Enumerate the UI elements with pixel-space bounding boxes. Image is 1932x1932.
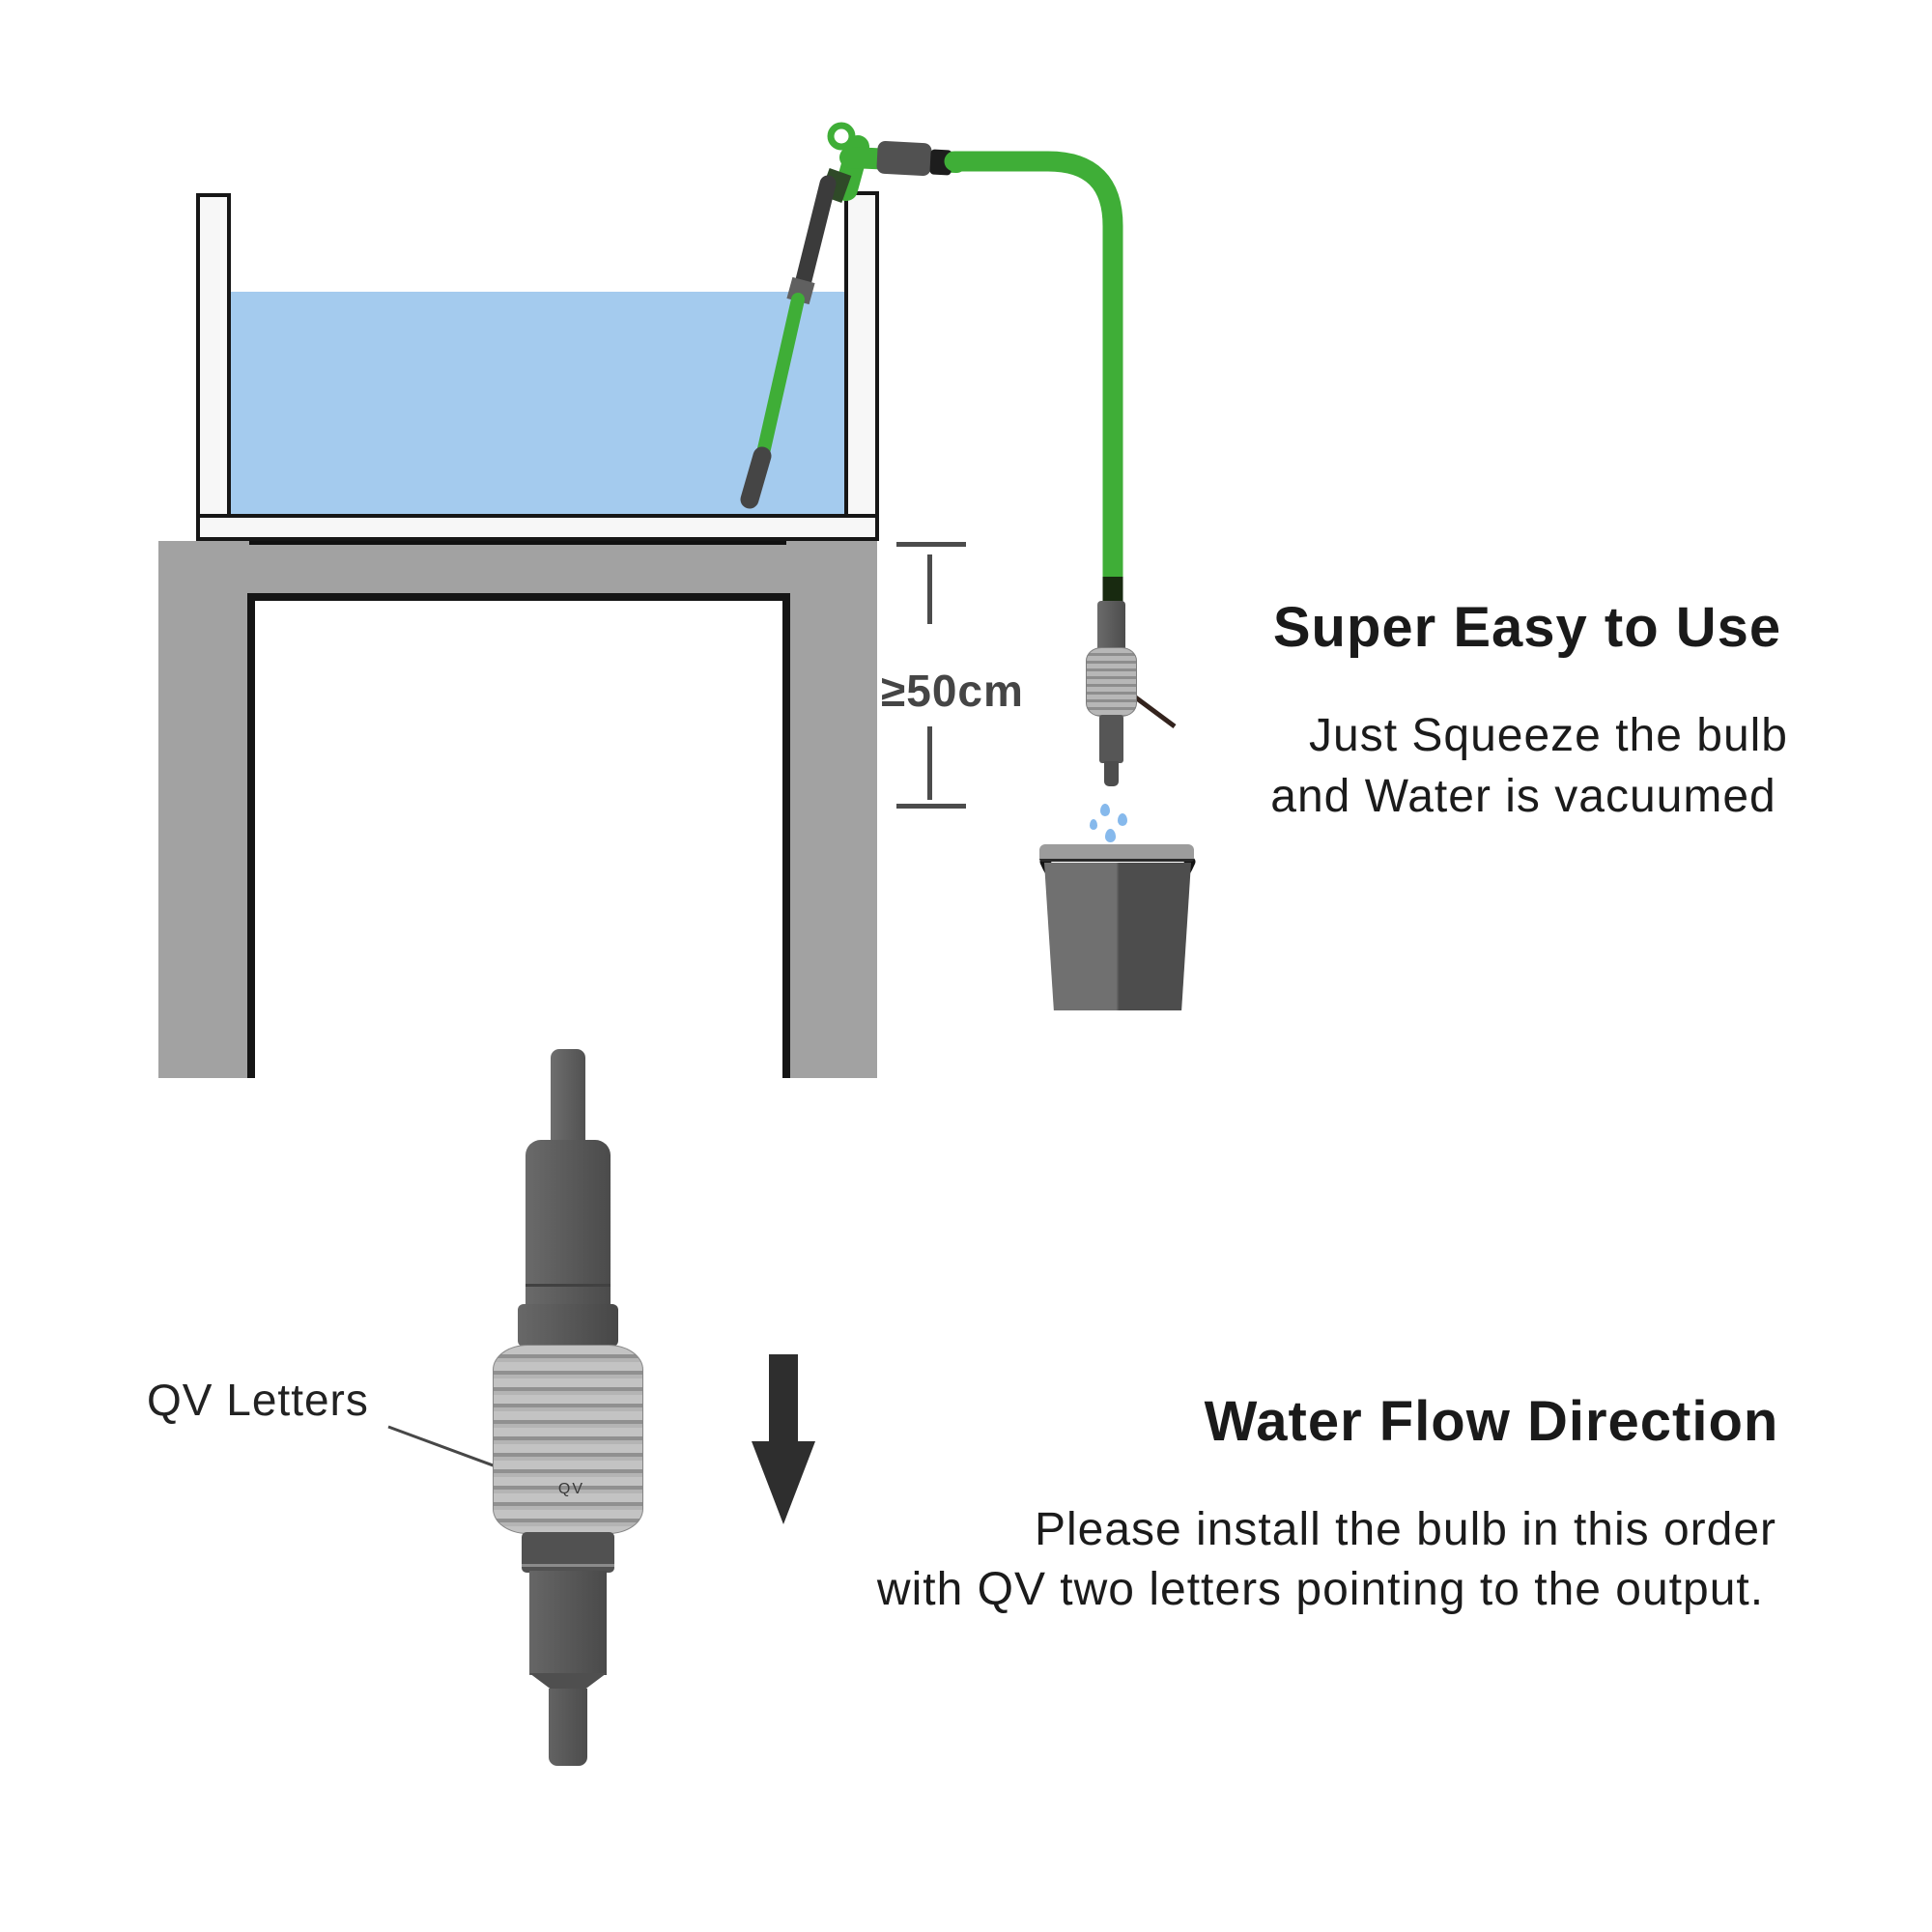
bottom-body-line2: with QV two letters pointing to the outp… (876, 1564, 1765, 1615)
small-bulb-upper-connector (1097, 601, 1125, 651)
dimension-label: ≥50cm (881, 666, 1024, 716)
bucket-rim (1039, 844, 1194, 862)
bulb-lower-collar (522, 1532, 614, 1573)
bottom-heading: Water Flow Direction (1204, 1390, 1779, 1453)
bulb-upper-tube-seam (526, 1284, 611, 1287)
stand-opening (247, 593, 790, 1078)
drain-hose (944, 151, 1123, 590)
elbow-vertical (835, 135, 869, 201)
stand-left-leg (158, 541, 249, 1078)
stand-top-slab (158, 541, 877, 601)
bulb-upper-collar (518, 1304, 618, 1347)
bulb-bellows: QV (493, 1345, 643, 1534)
water-droplet (1118, 813, 1127, 826)
hose-coupling (876, 140, 932, 177)
bucket-body (1044, 863, 1191, 1010)
top-body-line2: and Water is vacuumed (1270, 771, 1776, 822)
qv-callout-label: QV Letters (147, 1375, 369, 1425)
water-droplet (1090, 819, 1097, 830)
hose-black-band (929, 149, 952, 176)
flow-arrow-head (752, 1441, 815, 1524)
bulb-bottom-outlet (549, 1689, 587, 1766)
bulb-lower-collar-highlight (522, 1564, 614, 1567)
bulb-top-nipple (551, 1049, 585, 1146)
dimension-tick-bottom (896, 804, 966, 809)
small-bulb-outlet-tip (1104, 761, 1119, 786)
water-droplet (1105, 829, 1116, 842)
dimension-stem-bottom (927, 726, 932, 800)
tank-bottom-wall (196, 514, 879, 541)
bulb-lower-taper (529, 1673, 607, 1690)
bulb-upper-tube (526, 1140, 611, 1308)
dimension-tick-top (896, 542, 966, 547)
top-heading: Super Easy to Use (1272, 596, 1782, 659)
hose-hook-loop (827, 122, 856, 151)
intake-tube-upper (794, 175, 837, 293)
stand-right-leg (786, 541, 877, 1078)
tank-right-wall (844, 191, 879, 541)
qv-mark-on-bulb: QV (557, 1481, 584, 1497)
elbow-horizontal (839, 147, 967, 173)
flow-arrow-shaft (769, 1354, 798, 1443)
elbow-joint-shadow (819, 167, 852, 204)
water-droplet (1100, 804, 1110, 816)
tank-left-wall (196, 193, 231, 541)
dimension-stem-top (927, 554, 932, 624)
small-bulb-bellows (1086, 647, 1137, 717)
tank-water (228, 292, 847, 520)
top-body-line1: Just Squeeze the bulb (1308, 710, 1789, 761)
bottom-body-line1: Please install the bulb in this order (1034, 1504, 1777, 1555)
bulb-lower-tube (529, 1571, 607, 1675)
small-bulb-lower-tube (1099, 715, 1123, 763)
